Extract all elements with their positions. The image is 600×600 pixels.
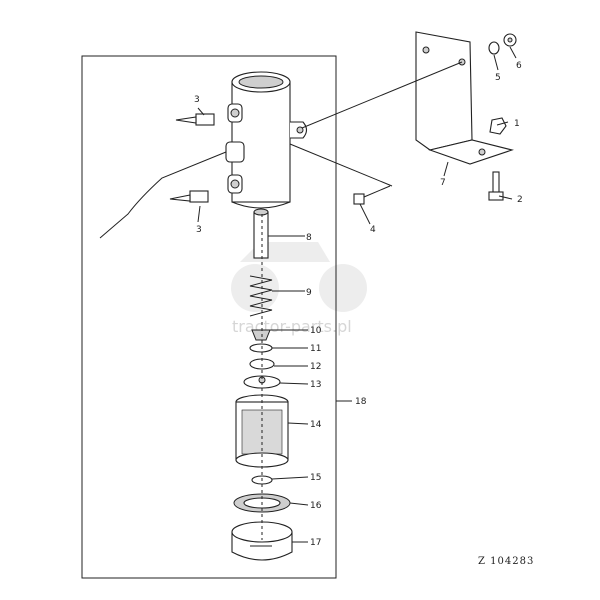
drawing-code: Z 104283 (478, 556, 534, 567)
leader-lines (197, 46, 517, 543)
plunger-8 (253, 208, 269, 259)
seal-11 (249, 343, 273, 353)
callout-3-upper: 3 (194, 95, 200, 105)
nut-6 (503, 33, 517, 47)
callout-6: 6 (516, 61, 522, 71)
mounting-bracket (415, 31, 514, 165)
washer-5 (488, 41, 500, 55)
callout-17: 17 (310, 538, 321, 548)
callout-10: 10 (310, 326, 322, 336)
callout-2: 2 (517, 195, 523, 205)
mounting-line-upper (301, 61, 463, 129)
spring-9 (249, 275, 273, 317)
callout-18: 18 (355, 397, 367, 407)
callout-16: 16 (310, 501, 322, 511)
callout-7: 7 (440, 178, 446, 188)
hose-fitting-upper (175, 113, 215, 126)
callout-3-lower: 3 (196, 225, 202, 235)
callout-9: 9 (306, 288, 312, 298)
pump-body (225, 71, 308, 209)
electrical-wire (99, 151, 227, 239)
bolt-4 (353, 185, 391, 205)
callout-15: 15 (310, 473, 321, 483)
callout-5: 5 (495, 73, 501, 83)
valve-10 (251, 329, 271, 341)
callout-14: 14 (310, 420, 322, 430)
watermark-tractor-logo (231, 242, 367, 312)
callout-4: 4 (370, 225, 376, 235)
callout-1: 1 (514, 119, 520, 129)
nut-1 (489, 117, 507, 135)
callout-8: 8 (306, 233, 312, 243)
assembly-frame (81, 55, 337, 579)
callout-12: 12 (310, 362, 321, 372)
callout-13: 13 (310, 380, 321, 390)
callout-11: 11 (310, 344, 321, 354)
mounting-line-lower (289, 143, 393, 187)
watermark-text: tractor-parts.pl (232, 317, 352, 336)
gasket-16 (233, 493, 291, 513)
hose-fitting-lower (169, 190, 209, 203)
bolt-2 (488, 171, 504, 201)
